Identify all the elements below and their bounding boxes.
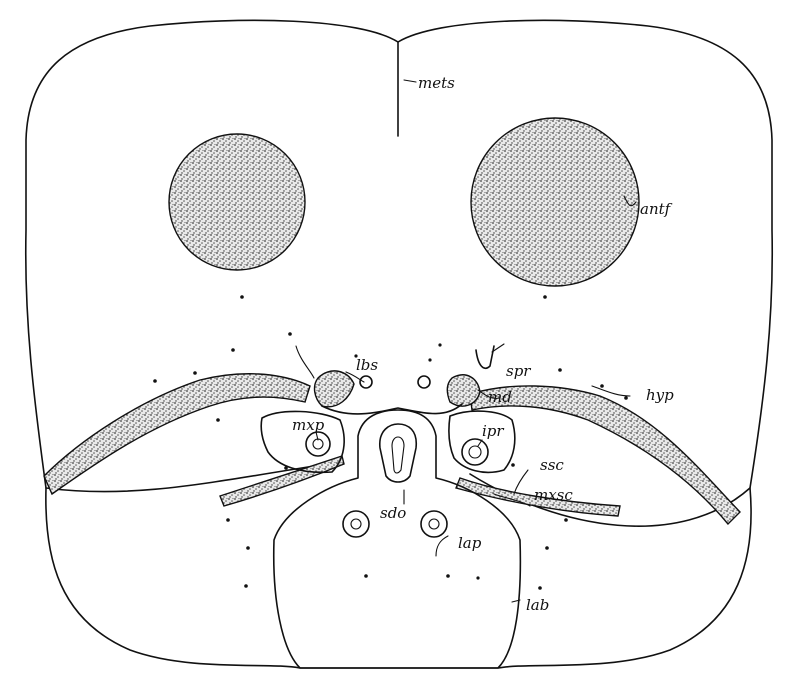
mandible-right	[447, 375, 480, 406]
label-antf: antf	[640, 200, 673, 218]
hypostomal-bridge-left	[44, 374, 310, 494]
inner-process-palp	[462, 439, 488, 465]
label-hyp: hyp	[646, 386, 674, 404]
label-ipr: ipr	[482, 422, 504, 440]
label-ssc: ssc	[540, 456, 564, 474]
labium-outline	[274, 410, 521, 668]
maxillary-palp-base	[306, 432, 330, 456]
label-mxp: mxp	[292, 416, 325, 434]
spinneret	[476, 346, 494, 368]
hypostomal-bridge-right	[470, 386, 740, 524]
antennal-foramen-right	[471, 118, 639, 286]
label-spr: spr	[506, 362, 531, 380]
labrum-edge	[322, 404, 462, 414]
label-lab: lab	[526, 596, 549, 614]
labial-palp-right	[421, 511, 447, 537]
antennal-foramen-left	[169, 134, 305, 270]
labral-sensillum-right	[418, 376, 430, 388]
setal-dots	[153, 295, 628, 590]
label-md: md	[488, 388, 512, 406]
label-sdo: sdo	[380, 504, 406, 522]
head-capsule-outline	[26, 20, 773, 668]
labral-sensillum-left	[360, 376, 372, 388]
label-lap: lap	[458, 534, 482, 552]
label-mets: mets	[418, 74, 455, 92]
mandible-left	[315, 371, 354, 407]
labial-palp-left	[343, 511, 369, 537]
label-mxsc: mxsc	[534, 486, 573, 504]
label-lbs: lbs	[356, 356, 378, 374]
